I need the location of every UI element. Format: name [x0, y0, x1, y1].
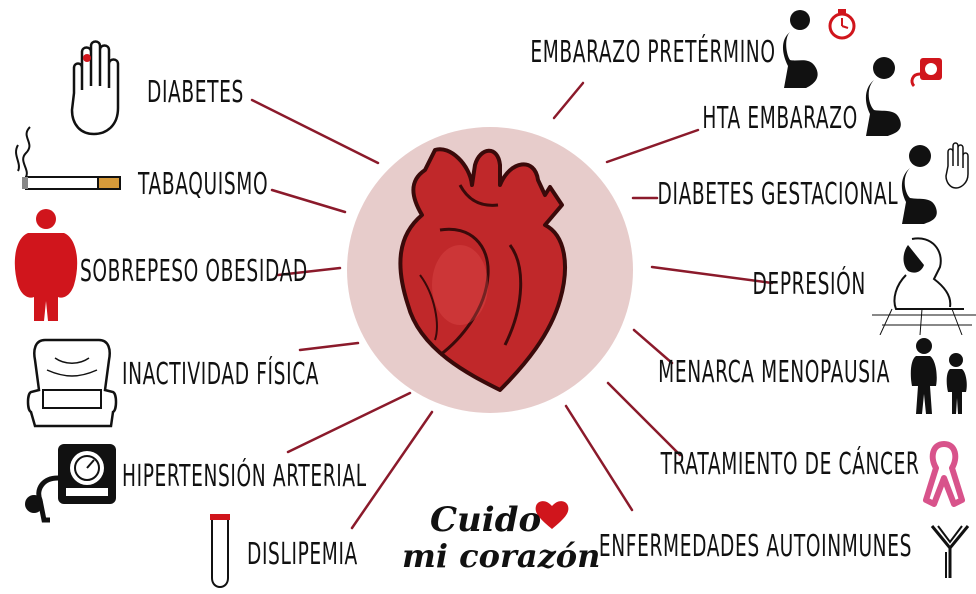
armchair-icon	[25, 330, 120, 430]
obese-person-icon	[12, 205, 82, 325]
connector-autoinmunes	[566, 406, 632, 510]
brand-line-2: mi corazón	[402, 540, 600, 572]
brand-line-1: Cuido	[430, 503, 541, 537]
label-enfermedades-autoinmunes: ENFERMEDADES AUTOINMUNES	[599, 532, 912, 562]
label-diabetes-gestacional: DIABETES GESTACIONAL	[657, 180, 898, 210]
label-dislipemia: DISLIPEMIA	[247, 540, 358, 570]
test-tube-icon	[205, 512, 235, 592]
label-diabetes: DIABETES	[147, 78, 244, 108]
cigarette-icon	[8, 125, 123, 195]
label-depresion: DEPRESIÓN	[753, 270, 866, 300]
label-hipertension-arterial: HIPERTENSIÓN ARTERIAL	[122, 462, 367, 492]
label-menarca-menopausia: MENARCA MENOPAUSIA	[658, 358, 890, 388]
pregnant-woman-hand-icon	[900, 140, 975, 225]
label-hta-embarazo: HTA EMBARAZO	[702, 104, 858, 134]
hand-icon	[62, 38, 137, 138]
sad-woman-icon	[872, 235, 976, 335]
awareness-ribbon-icon	[920, 440, 968, 508]
label-embarazo-pretermino: EMBARAZO PRETÉRMINO	[531, 38, 776, 68]
pregnant-woman-monitor-icon	[862, 52, 952, 137]
label-tabaquismo: TABAQUISMO	[138, 170, 268, 200]
label-sobrepeso-obesidad: SOBREPESO OBESIDAD	[80, 257, 308, 287]
connector-embarazo-pretermino	[554, 83, 583, 118]
heart-circle	[340, 125, 640, 415]
antibody-icon	[928, 522, 972, 580]
blood-pressure-monitor-icon	[22, 438, 122, 528]
label-tratamiento-cancer: TRATAMIENTO DE CÁNCER	[661, 450, 920, 480]
woman-and-girl-icon	[904, 336, 976, 418]
connector-tabaquismo	[272, 190, 345, 212]
label-inactividad-fisica: INACTIVIDAD FÍSICA	[122, 360, 319, 390]
pregnant-woman-clock-icon	[780, 6, 860, 96]
